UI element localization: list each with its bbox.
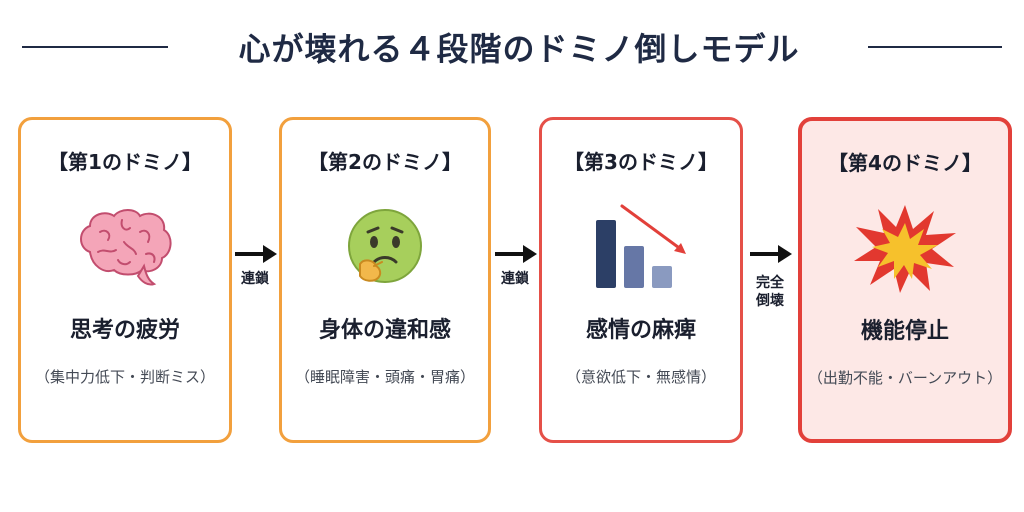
connector-label: 連鎖 bbox=[241, 271, 269, 287]
domino-card-stage: 思考の疲労 bbox=[69, 318, 180, 343]
domino-card-heading: 【第4のドミノ】 bbox=[828, 151, 982, 175]
right-arrow-icon bbox=[235, 245, 277, 263]
domino-card-2: 【第2のドミノ】 身体の違和感 （睡眠障害・頭痛・胃痛） bbox=[279, 117, 491, 443]
page-title: 心が壊れる４段階のドミノ倒しモデル bbox=[238, 30, 800, 68]
explosion-icon bbox=[850, 203, 960, 293]
title-rule-left bbox=[22, 46, 168, 48]
declining-bar-chart-icon bbox=[586, 202, 696, 292]
title-row: 心が壊れる４段階のドミノ倒しモデル bbox=[0, 18, 1024, 74]
domino-card-1: 【第1のドミノ】 思考の疲労 （集中力低下・判断ミス） bbox=[18, 117, 232, 443]
domino-card-4: 【第4のドミノ】 機能停止 （出勤不能・バーンアウト） bbox=[798, 117, 1012, 443]
title-rule-right bbox=[868, 46, 1002, 48]
domino-card-stage: 身体の違和感 bbox=[318, 318, 451, 343]
domino-card-heading: 【第1のドミノ】 bbox=[48, 150, 202, 174]
brain-icon bbox=[70, 202, 180, 292]
domino-card-symptoms: （出勤不能・バーンアウト） bbox=[807, 369, 1003, 387]
domino-card-heading: 【第2のドミノ】 bbox=[308, 150, 462, 174]
domino-card-stage: 機能停止 bbox=[860, 319, 949, 344]
domino-card-heading: 【第3のドミノ】 bbox=[564, 150, 718, 174]
domino-card-symptoms: （睡眠障害・頭痛・胃痛） bbox=[294, 368, 475, 386]
domino-card-3: 【第3のドミノ】 感情の麻痺 （意欲低下・無感情） bbox=[539, 117, 743, 443]
domino-card-symptoms: （集中力低下・判断ミス） bbox=[34, 368, 215, 386]
domino-card-symptoms: （意欲低下・無感情） bbox=[565, 368, 716, 386]
worried-face-icon bbox=[330, 202, 440, 292]
domino-card-stage: 感情の麻痺 bbox=[585, 318, 696, 343]
right-arrow-icon bbox=[495, 245, 537, 263]
connector-label: 完全 倒壊 bbox=[756, 275, 784, 309]
connector-label: 連鎖 bbox=[501, 271, 529, 287]
right-arrow-icon bbox=[750, 245, 792, 263]
